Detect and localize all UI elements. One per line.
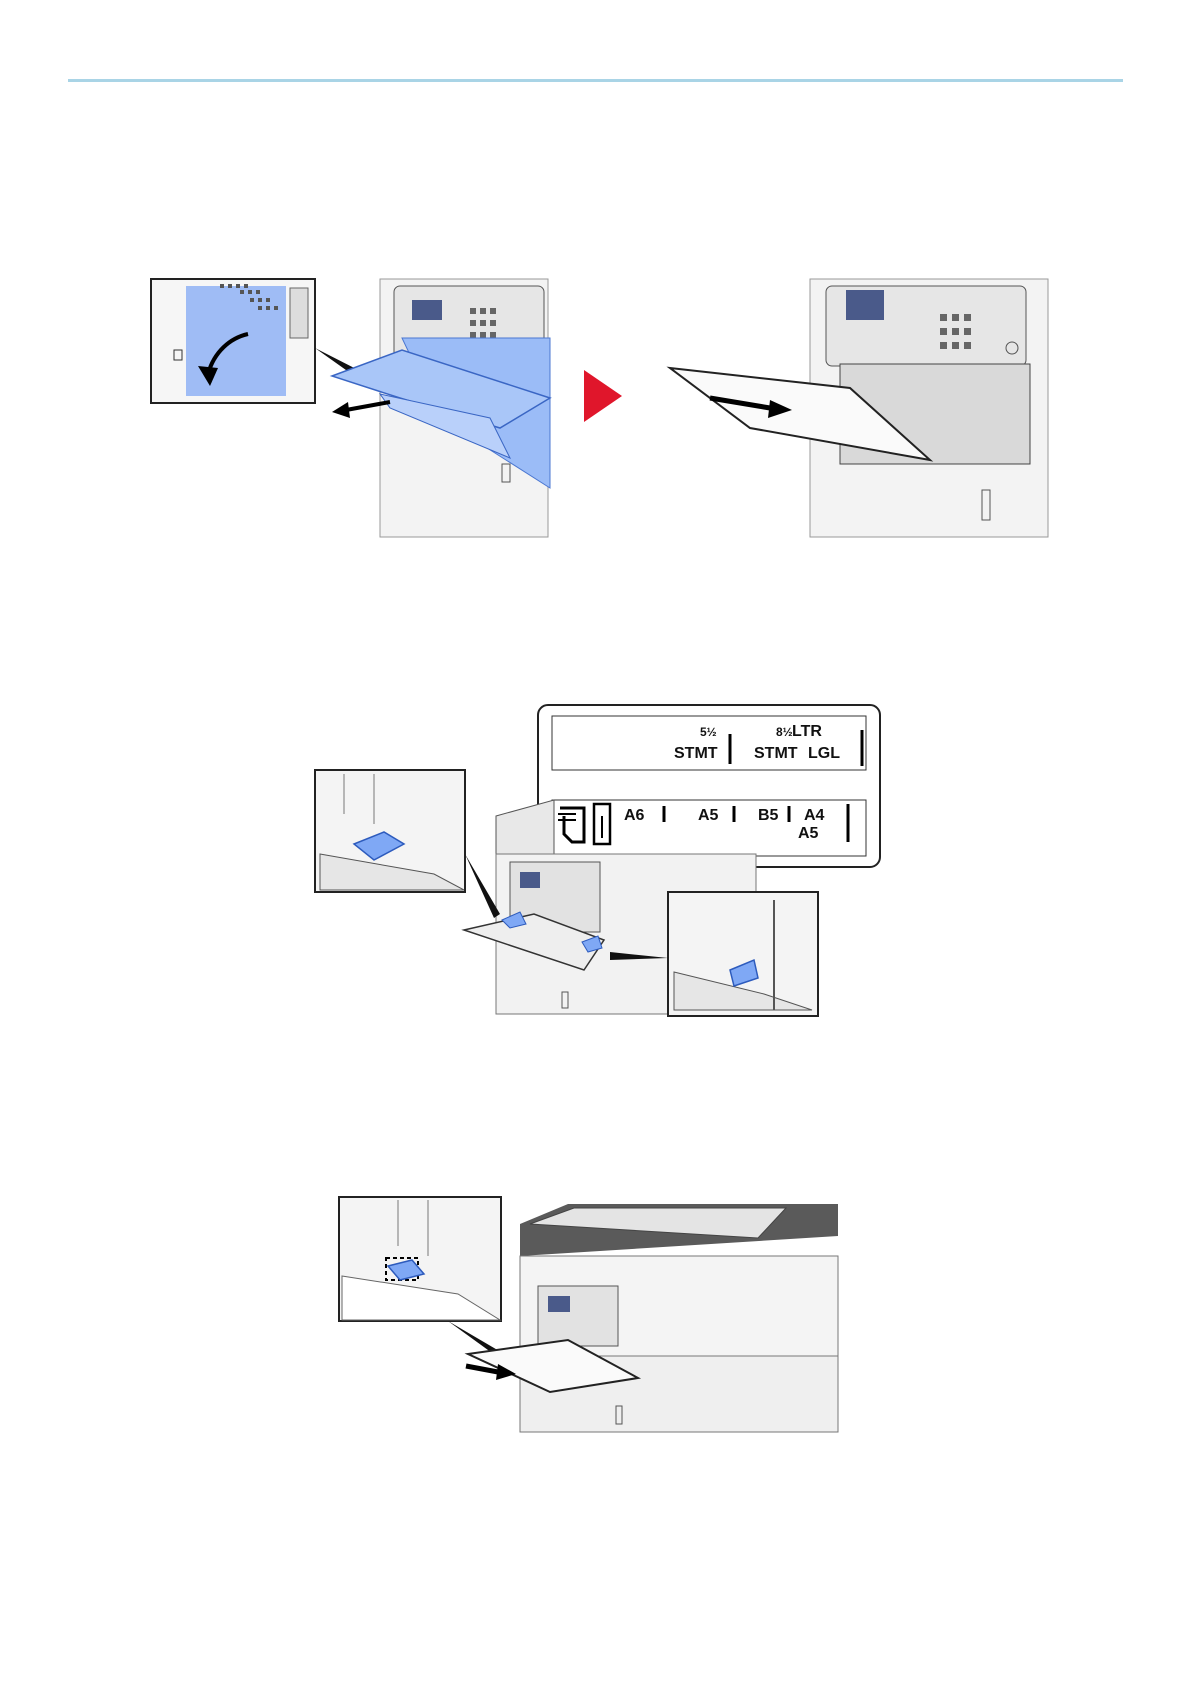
paper-size-guide-callout: 5½ STMT 8½ LTR STMT LGL A6 A5 B5 A4 A5	[538, 705, 880, 867]
guide-label-stmt: STMT	[674, 745, 718, 762]
guide-label-b5: B5	[758, 807, 779, 824]
guide-label-a4: A4	[804, 807, 825, 824]
figure-open-tray	[150, 278, 1050, 538]
red-triangle-right-icon	[584, 370, 622, 422]
guide-label-stmt-2: STMT	[754, 745, 798, 762]
guide-label-lgl: LGL	[808, 745, 840, 762]
tray-cover-inset	[151, 279, 315, 403]
guide-detail-icon	[339, 1197, 501, 1321]
guide-fraction-5-1-2: 5½	[700, 725, 717, 739]
figure-paper-guides: 5½ STMT 8½ LTR STMT LGL A6 A5 B5 A4 A5	[314, 704, 884, 1084]
guide-label-ltr: LTR	[792, 723, 822, 740]
guide-fraction-8-1-2: 8½	[776, 725, 793, 739]
guide-label-a5: A5	[698, 807, 719, 824]
header-rule	[68, 79, 1123, 82]
printer-paper-load	[670, 279, 1048, 537]
figure-load-paper	[338, 1196, 838, 1496]
left-guide-inset	[315, 770, 465, 892]
right-guide-inset	[668, 892, 818, 1016]
guide-label-a5-2: A5	[798, 825, 819, 842]
printer-paper-loaded	[466, 1204, 838, 1432]
guide-label-a6: A6	[624, 807, 645, 824]
printer-tray-open	[332, 279, 550, 537]
